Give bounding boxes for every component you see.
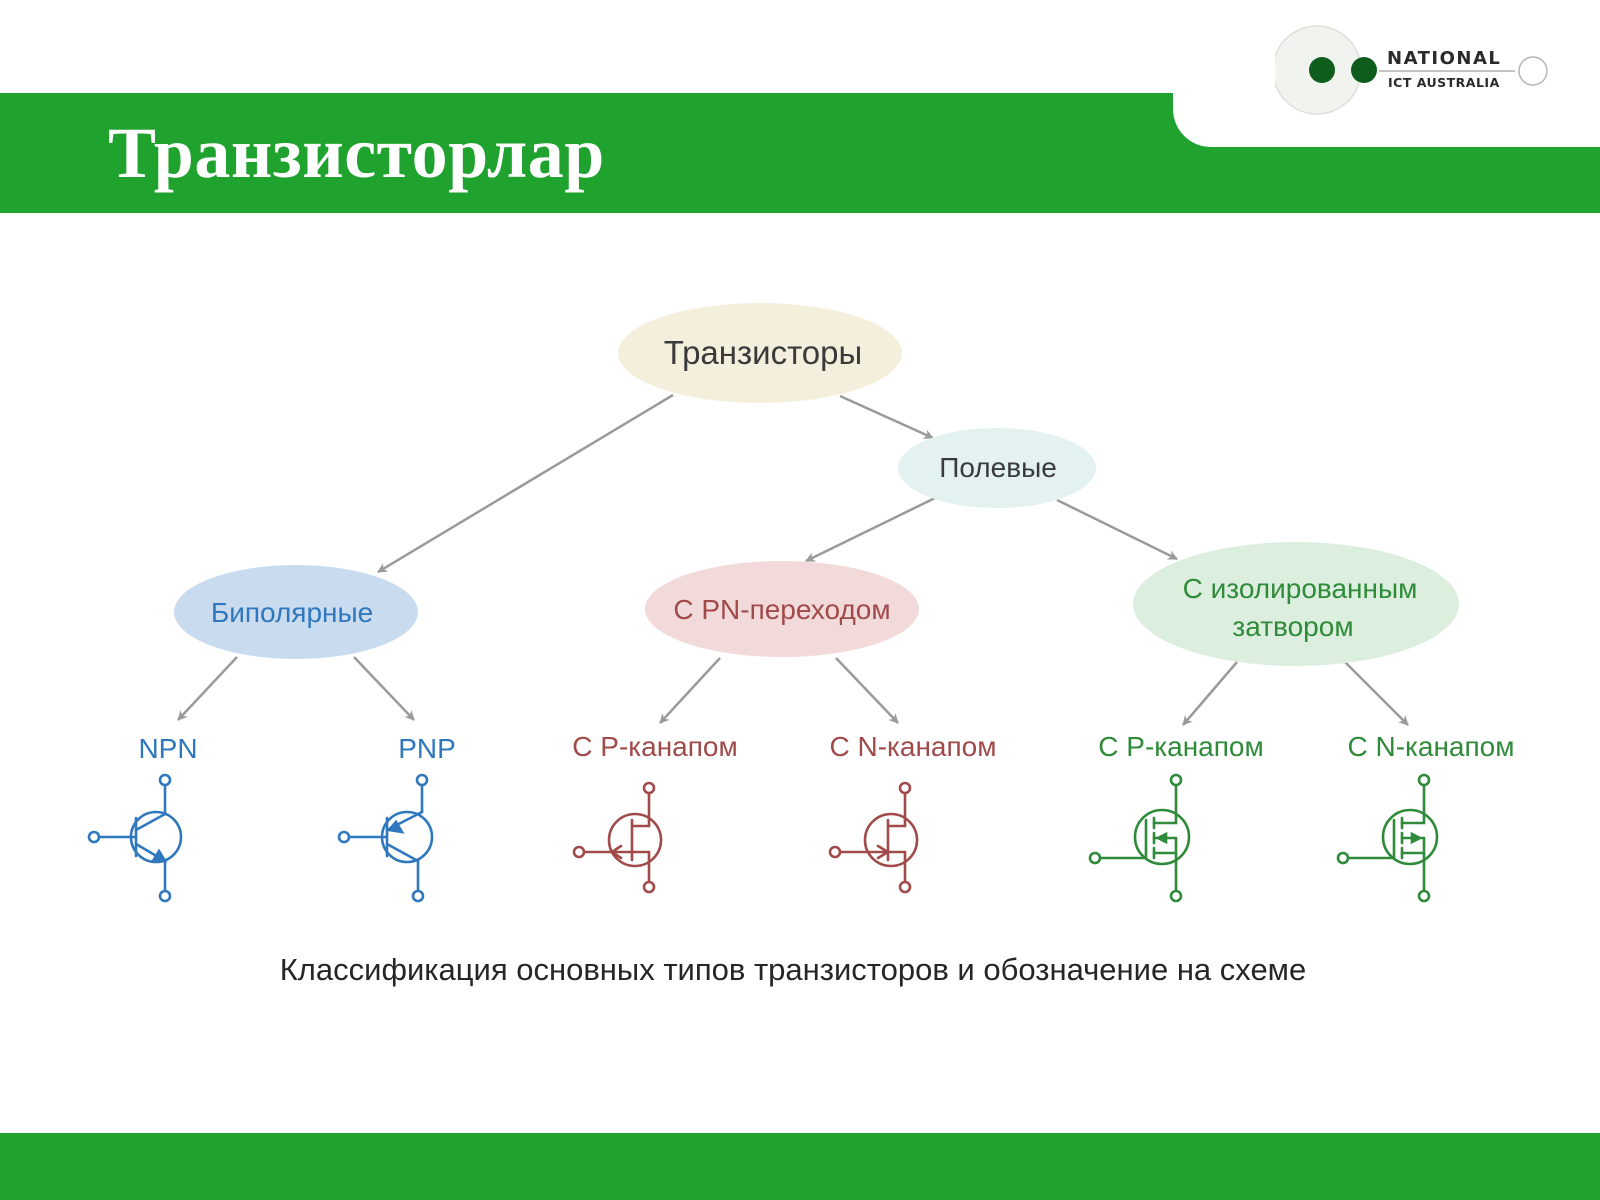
- node-bipolar-ellipse: [174, 565, 418, 659]
- arrow-bipolar-to-npn: [177, 656, 238, 721]
- node-root-ellipse: [618, 303, 902, 403]
- node-insulated-gate-label-1: С изолированным: [1183, 573, 1418, 604]
- arrow-pn-to-jfet-p: [659, 657, 721, 724]
- arrow-insulated-to-mosfet-n: [1344, 661, 1409, 726]
- arrow-root-to-bipolar: [377, 393, 674, 574]
- leaf-npn-label: NPN: [138, 733, 197, 764]
- footer-band: [0, 1133, 1600, 1200]
- leaf-jfet-p-label: С Р-канапом: [572, 731, 737, 762]
- logo-dot-2: [1351, 57, 1377, 83]
- node-insulated-gate: С изолированным затвором: [1133, 542, 1459, 666]
- leaf-jfet-n-label: С N-канапом: [829, 731, 996, 762]
- pnp-transistor-icon: [337, 773, 434, 903]
- arrow-field-to-insulated: [1056, 498, 1178, 561]
- node-field: Полевые: [898, 428, 1096, 508]
- logo-text-national: NATIONAL: [1387, 48, 1501, 69]
- npn-transistor-icon: [87, 773, 183, 903]
- node-insulated-gate-ellipse: [1133, 542, 1459, 666]
- node-pn-junction-label: С PN-переходом: [673, 594, 890, 625]
- connector-arrows: [177, 393, 1409, 726]
- logo-dot-1: [1309, 57, 1335, 83]
- node-bipolar-label: Биполярные: [211, 597, 373, 628]
- logo-notch: [1173, 80, 1600, 147]
- node-field-label: Полевые: [939, 452, 1057, 483]
- diagram-caption: Классификация основных типов транзисторо…: [280, 952, 1306, 987]
- logo-text-ict-australia: ICT AUSTRALIA: [1388, 75, 1500, 90]
- node-field-ellipse: [898, 428, 1096, 508]
- node-pn-junction-ellipse: [645, 561, 919, 657]
- arrow-pn-to-jfet-n: [835, 657, 899, 724]
- arrow-root-to-field: [839, 394, 934, 440]
- n-channel-jfet-icon: [828, 781, 919, 894]
- n-channel-mosfet-icon: [1336, 773, 1439, 903]
- node-root-label: Транзисторы: [664, 334, 862, 371]
- node-bipolar: Биполярные: [174, 565, 418, 659]
- leaf-mosfet-p-label: С Р-канапом: [1098, 731, 1263, 762]
- node-root: Транзисторы: [618, 303, 902, 403]
- nicta-logo: NATIONAL ICT AUSTRALIA: [1275, 25, 1548, 115]
- logo-ring: [1518, 56, 1548, 86]
- node-pn-junction: С PN-переходом: [645, 561, 919, 657]
- p-channel-jfet-icon: [572, 781, 663, 894]
- leaf-mosfet-n-label: С N-канапом: [1347, 731, 1514, 762]
- p-channel-mosfet-icon: [1088, 773, 1191, 903]
- arrow-bipolar-to-pnp: [353, 656, 415, 721]
- arrow-field-to-pn: [805, 496, 936, 563]
- leaf-pnp-label: PNP: [398, 733, 456, 764]
- slide-title: Транзисторлар: [108, 113, 605, 193]
- arrow-insulated-to-mosfet-p: [1182, 661, 1238, 726]
- node-insulated-gate-label-2: затвором: [1232, 611, 1353, 642]
